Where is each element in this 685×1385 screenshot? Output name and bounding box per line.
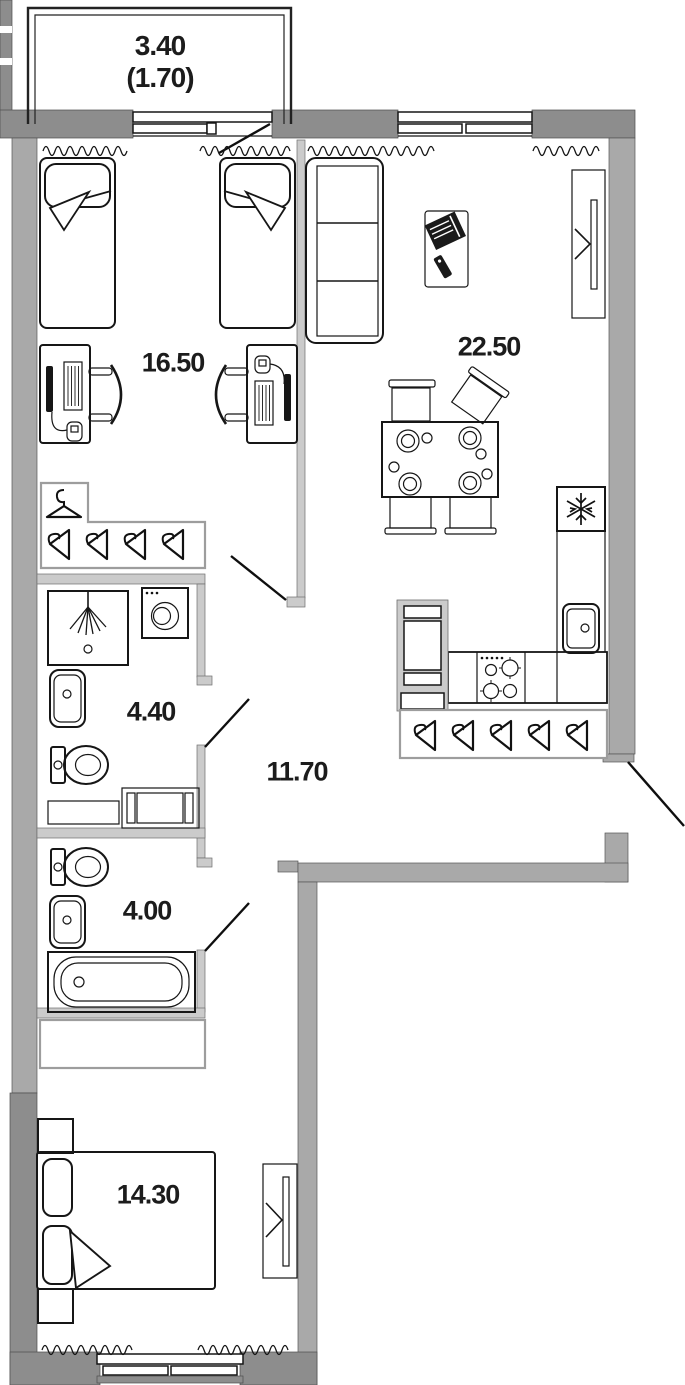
dining-chair: [449, 496, 492, 529]
balcony-door-swing: [218, 122, 271, 155]
shower: [47, 590, 129, 666]
single-bed-1: [39, 157, 116, 329]
snowflake-icon: [566, 493, 596, 525]
balcony-door-window: [132, 111, 273, 155]
room-label-hallway: 11.70: [266, 756, 328, 787]
plate-icon: [396, 429, 420, 453]
pillow: [42, 1225, 73, 1285]
entrance-door-swing: [627, 761, 685, 827]
balcony-area: 3.40: [134, 30, 187, 61]
dining-table: [381, 366, 510, 535]
pillow: [42, 1158, 73, 1217]
mouse-icon: [66, 421, 83, 442]
washbasin-1: [49, 669, 86, 728]
washing-machine: [141, 587, 189, 639]
sofa: [305, 157, 384, 344]
room-label-bedroom-2: 14.30: [116, 1179, 181, 1210]
toilet-1: [50, 745, 109, 785]
dining-chair: [450, 366, 510, 425]
balcony-outline: [26, 6, 293, 124]
coffee-table: [424, 210, 469, 288]
room-label-bedroom-1: 16.50: [141, 347, 206, 378]
monitor-icon: [254, 380, 274, 426]
balcony-area-reduced: (1.70): [126, 62, 194, 93]
door-direction-icon: [265, 1202, 284, 1238]
single-bed-2: [219, 157, 296, 329]
plate-icon: [458, 426, 482, 450]
room-label-living-kitchen: 22.50: [457, 331, 522, 362]
outer-walls: [0, 0, 636, 1385]
office-chair-1: [88, 364, 123, 425]
bathroom-cabinet: [47, 787, 200, 829]
corner-closet: [39, 481, 207, 570]
hallway-closet: [398, 708, 609, 760]
nightstand-1: [37, 1118, 74, 1154]
double-bed: [36, 1151, 216, 1290]
radiators: [41, 145, 600, 1356]
bedroom-1-door-swing: [230, 555, 287, 601]
laptop-icon: [424, 211, 466, 250]
monitor-icon: [63, 361, 83, 411]
dining-chair: [391, 387, 431, 422]
lower-closet: [38, 1018, 207, 1070]
room-label-toilet: 4.00: [122, 895, 173, 926]
dining-chair: [388, 379, 436, 388]
office-chair-2: [214, 364, 249, 425]
desk-1: [39, 344, 91, 444]
room-label-bathroom: 4.40: [126, 696, 177, 727]
living-room-window: [397, 111, 533, 137]
bathroom-door-swing: [204, 698, 250, 748]
bedroom-2-wardrobe: [262, 1163, 298, 1279]
plate-icon: [398, 472, 422, 496]
toilet-2: [50, 847, 109, 887]
toilet-door-swing: [204, 902, 250, 952]
remote-icon: [433, 255, 452, 279]
plate-icon: [458, 471, 482, 495]
door-direction-icon: [574, 228, 592, 260]
washbasin-2: [49, 895, 86, 949]
mouse-icon: [254, 355, 271, 374]
nightstand-2: [37, 1288, 74, 1324]
desk-2: [246, 344, 298, 444]
stove-icon: [480, 656, 521, 702]
bedroom-2-window: [96, 1353, 244, 1376]
shower-icon: [69, 591, 107, 654]
dining-chair: [389, 496, 432, 529]
kitchen-counter: [447, 530, 608, 704]
washing-machine-icon: [150, 601, 180, 631]
kitchen-sink-icon: [562, 603, 600, 654]
tall-kitchen-cabinet: [396, 599, 449, 712]
bathtub: [47, 951, 196, 1013]
fridge: [556, 486, 606, 532]
living-room-wardrobe: [571, 169, 606, 319]
interior-partitions: [36, 139, 306, 1019]
balcony-area-label: 3.40 (1.70): [126, 30, 194, 94]
